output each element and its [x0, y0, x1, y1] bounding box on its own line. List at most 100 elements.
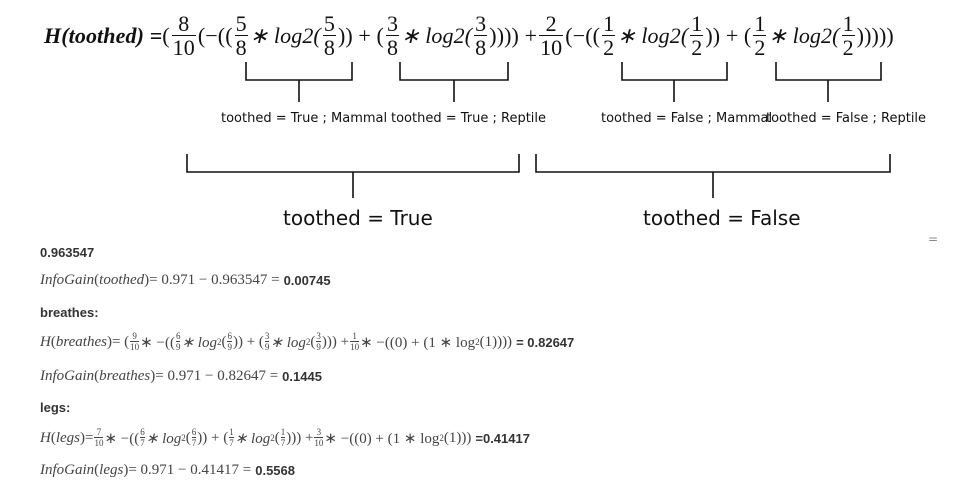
fraction-denominator: 10	[171, 35, 196, 60]
fraction-denominator: 2	[841, 35, 855, 60]
log-base: 2	[270, 433, 275, 443]
infogain-result: 0.00745	[283, 273, 331, 288]
fraction-denominator: 7	[191, 437, 197, 448]
entropy-result: =0.41417	[475, 430, 530, 446]
fraction-denominator: 7	[229, 437, 234, 448]
fraction-denominator: 9	[264, 341, 270, 352]
log-base: 2	[475, 337, 480, 347]
fraction-denominator: 10	[350, 341, 360, 352]
fraction-denominator: 8	[385, 35, 400, 60]
expr-part: ∗ log	[234, 430, 271, 447]
expr-part: ))) +	[286, 429, 314, 446]
log-base: 2	[305, 337, 311, 347]
equation-text: ∗ log2(	[617, 23, 689, 48]
fraction-numerator: 3	[475, 11, 487, 36]
brace-true-group	[186, 154, 520, 198]
infogain-expr: = 0.971 − 0.41417 =	[128, 462, 252, 478]
expr-part: ∗ −((0) + (1 ∗ log	[324, 430, 440, 447]
fraction-denominator: 8	[234, 35, 248, 60]
fraction-true-weight: 8 10	[171, 13, 196, 60]
equals-mark: =	[928, 232, 939, 246]
label-true-mammal: toothed = True ; Mammal	[221, 111, 388, 126]
fraction-true-reptile-log: 3 8	[474, 11, 488, 60]
fraction-denominator: 10	[94, 437, 104, 448]
fraction-numerator: 1	[842, 11, 854, 36]
fraction-denominator: 7	[140, 437, 145, 448]
label-false-mammal: toothed = False ; Mammal	[601, 111, 773, 126]
fraction-numerator: 2	[545, 11, 557, 36]
fraction-numerator: 6	[140, 427, 145, 437]
equation-open-paren: (	[162, 23, 170, 48]
fraction-numerator: 3	[316, 427, 322, 437]
log-base: 2	[181, 433, 186, 443]
entropy-arg: legs	[55, 429, 81, 446]
fraction-numerator: 1	[229, 427, 234, 437]
entropy-arg: breathes	[55, 333, 107, 350]
expr-part: )) + (	[232, 333, 264, 350]
fraction-denominator: 10	[539, 35, 564, 60]
fraction-false-mammal-log: 1 2	[690, 11, 704, 59]
fraction-denominator: 9	[175, 341, 181, 352]
fraction-denominator: 7	[280, 437, 286, 448]
infogain-toothed: InfoGain(toothed) = 0.971 − 0.963547 = 0…	[40, 272, 331, 288]
label-true-reptile: toothed = True ; Reptile	[391, 111, 547, 126]
infogain-result: 0.5568	[255, 463, 295, 478]
fraction-numerator: 1	[352, 331, 357, 341]
infogain-label: InfoGain	[40, 368, 95, 384]
expr-part: )) + (	[197, 429, 229, 446]
equation-text: ∗ log2(	[401, 23, 473, 48]
fraction-numerator: 6	[227, 331, 232, 341]
fraction-denominator: 2	[753, 35, 767, 60]
entropy-equation: H(toothed) = ( 8 10 (−(( 5 8 ∗ log2( 5 8…	[44, 10, 894, 62]
infogain-legs: InfoGain(legs) = 0.971 − 0.41417 = 0.556…	[40, 462, 295, 478]
fraction-denominator: 9	[316, 341, 321, 352]
fraction-denominator: 2	[602, 35, 616, 60]
fraction-numerator: 6	[191, 427, 197, 437]
brace-diagram	[186, 62, 891, 198]
equation-lhs: H(toothed) =	[44, 23, 163, 48]
fraction-false-mammal: 1 2	[602, 11, 616, 60]
fraction-numerator: 1	[691, 11, 703, 36]
entropy-figure: H(toothed) = ( 8 10 (−(( 5 8 ∗ log2( 5 8…	[0, 0, 960, 247]
log-base: 2	[439, 433, 444, 443]
equation-text: )) + (	[705, 23, 752, 48]
fraction-denominator: 10	[130, 341, 140, 352]
fraction-numerator: 1	[603, 11, 615, 36]
brace-true-reptile	[399, 62, 509, 102]
fraction-false-reptile-log: 1 2	[841, 11, 855, 60]
fraction-numerator: 9	[132, 331, 137, 341]
fraction-denominator: 10	[314, 437, 324, 448]
entropy-label: H	[40, 333, 51, 350]
fraction-denominator: 9	[227, 341, 232, 352]
fraction-false-reptile: 1 2	[753, 13, 767, 60]
fraction-denominator: 8	[474, 35, 488, 60]
expr-part: ∗ log	[181, 334, 217, 351]
infogain-arg: breathes	[99, 368, 151, 384]
label-true-group: toothed = True	[283, 206, 433, 230]
expr-part: ∗ log	[270, 334, 306, 351]
fraction-numerator: 5	[323, 11, 335, 36]
expr-part: (1))))	[479, 333, 513, 350]
legs-heading: legs:	[40, 400, 71, 415]
fraction-numerator: 3	[316, 331, 321, 341]
infogain-breathes: InfoGain(breathes) = 0.971 − 0.82647 = 0…	[40, 368, 322, 384]
h-toothed-value: 0.963547	[40, 245, 95, 260]
fraction-numerator: 6	[175, 331, 181, 341]
expr-part: =	[85, 429, 94, 446]
infogain-arg: toothed	[99, 272, 145, 288]
equation-text: )))) +	[489, 23, 538, 48]
equation-text: )))))	[856, 23, 894, 48]
fraction-numerator: 3	[386, 11, 399, 36]
brace-false-mammal	[621, 62, 728, 102]
